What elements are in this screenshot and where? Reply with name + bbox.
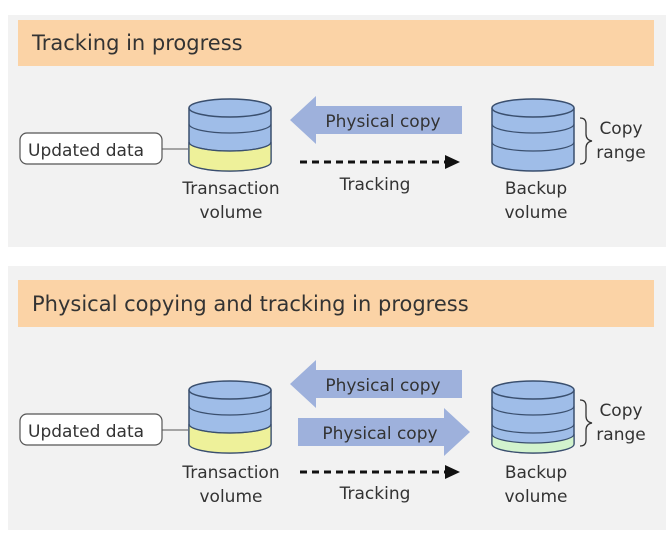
tracking-label: Tracking [339, 484, 411, 504]
physical-copy-label: Physical copy [325, 112, 440, 132]
panel-tracking: Tracking in progress Updated data Transa… [8, 15, 666, 247]
backup-label-line1: Backup [505, 463, 567, 483]
transaction-label-line2: volume [200, 203, 263, 223]
transaction-label-line1: Transaction [181, 179, 279, 199]
physical-copy-arrow-left-icon [290, 360, 462, 408]
physical-copy-label: Physical copy [325, 376, 440, 396]
panel-title: Tracking in progress [31, 31, 243, 55]
tracking-dashed-arrow-icon [300, 465, 460, 479]
panel-title: Physical copying and tracking in progres… [32, 292, 469, 316]
panel-copying-and-tracking: Physical copying and tracking in progres… [8, 266, 666, 530]
copy-range-line2: range [596, 425, 645, 445]
tracking-dashed-arrow-icon [300, 155, 460, 169]
physical-copy-arrow-right-icon [298, 408, 470, 456]
copy-range-brace-icon [579, 117, 593, 165]
updated-data-label: Updated data [28, 141, 144, 161]
updated-data-label: Updated data [28, 422, 144, 442]
transaction-label-line1: Transaction [181, 463, 279, 483]
copy-range-brace-icon [579, 399, 593, 447]
backup-volume-disk-icon [491, 98, 575, 172]
copy-range-line1: Copy [599, 401, 642, 421]
backup-volume-disk-icon [491, 380, 575, 454]
copy-range-line2: range [596, 143, 645, 163]
physical-copy-label-2: Physical copy [322, 424, 437, 444]
physical-copy-arrow-left-icon [290, 96, 462, 144]
panel-header [18, 280, 654, 327]
backup-label-line2: volume [505, 203, 568, 223]
copy-range-line1: Copy [599, 119, 642, 139]
transaction-volume-disk-icon [188, 98, 272, 172]
transaction-label-line2: volume [200, 487, 263, 507]
backup-label-line1: Backup [505, 179, 567, 199]
backup-label-line2: volume [505, 487, 568, 507]
panel-header [18, 20, 654, 66]
tracking-label: Tracking [339, 175, 411, 195]
transaction-volume-disk-icon [188, 380, 272, 454]
